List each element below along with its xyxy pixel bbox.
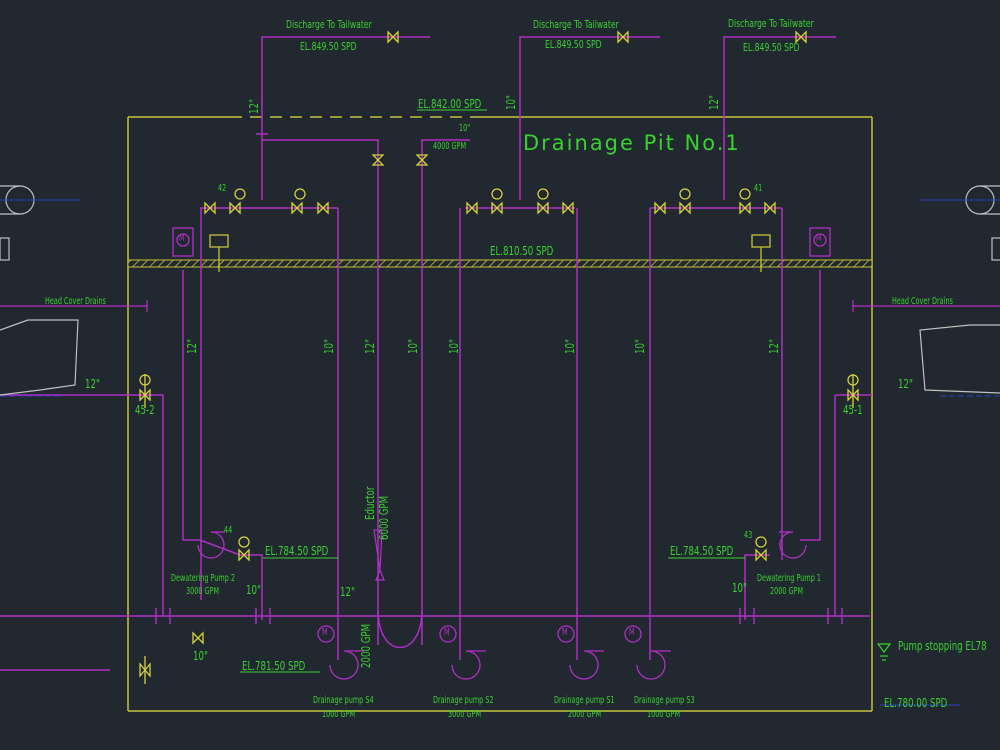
size-10-v9: 10" <box>563 339 577 354</box>
el-floor: EL.810.50 SPD <box>490 244 554 258</box>
motor-top-right: M <box>816 233 822 244</box>
level-switches <box>209 234 771 272</box>
side-equipment <box>0 185 1000 396</box>
motor-top-left: M <box>179 233 185 244</box>
pump-stop-marker <box>876 643 892 661</box>
dewatering-pump-2-flow: 3000 GPM <box>186 586 220 597</box>
el-784-right: EL.784.50 SPD <box>670 544 734 558</box>
el-784-left: EL.784.50 SPD <box>265 544 329 558</box>
top-motors <box>172 227 831 257</box>
tag-41: 41 <box>754 183 763 194</box>
pit-outline <box>127 116 873 712</box>
motor-s2: M <box>444 627 450 638</box>
pump-s1: Drainage pump S1 <box>554 695 615 706</box>
motor-s1: M <box>562 627 568 638</box>
head-cover-right: Head Cover Drains <box>892 296 953 307</box>
pump-s4: Drainage pump S4 <box>313 695 374 706</box>
pump-s2-flow: 3000 GPM <box>448 709 482 720</box>
size-10-top: 10" <box>459 123 471 134</box>
size-12-v11: 12" <box>767 339 781 354</box>
floor-slab <box>127 259 873 268</box>
size-12-v1: 12" <box>247 99 261 114</box>
motor-s4: M <box>322 627 328 638</box>
el-781: EL.781.50 SPD <box>242 659 306 673</box>
tag-42: 42 <box>218 183 227 194</box>
dewatering-pump-2: Dewatering Pump 2 <box>171 573 236 584</box>
size-10-v8: 10" <box>447 339 461 354</box>
size-12-right: 12" <box>898 377 913 391</box>
eductor-flow: 6000 GPM <box>377 495 391 540</box>
flanges <box>155 133 843 624</box>
pump-s3-flow: 1000 GPM <box>647 709 681 720</box>
dewatering-pump-1: Dewatering Pump 1 <box>757 573 822 584</box>
size-10-v5: 10" <box>322 339 336 354</box>
size-10-bottom: 10" <box>193 649 208 663</box>
size-12-v3: 12" <box>707 95 721 110</box>
size-10-v7: 10" <box>406 339 420 354</box>
dewatering-pump-1-flow: 2000 GPM <box>770 586 804 597</box>
label-underlines <box>240 109 745 673</box>
flow-2000-vertical: 2000 GPM <box>359 623 373 668</box>
tag-45-1: 45-1 <box>843 403 863 417</box>
drainage-pumps <box>197 531 807 680</box>
size-10-v10: 10" <box>633 339 647 354</box>
pump-s4-flow: 1000 GPM <box>322 709 356 720</box>
pump-stopping-label: Pump stopping EL78 <box>898 639 987 653</box>
pump-s3: Drainage pump S3 <box>634 695 695 706</box>
size-10-right: 10" <box>732 581 747 595</box>
el-bottom: EL.780.00 SPD <box>884 696 948 710</box>
discharge-label-left: Discharge To Tailwater <box>286 18 372 31</box>
discharge-label-right: Discharge To Tailwater <box>728 17 814 30</box>
size-10-v2: 10" <box>504 95 518 110</box>
motor-s3: M <box>629 627 635 638</box>
discharge-label-center: Discharge To Tailwater <box>533 18 619 31</box>
pump-s1-flow: 2000 GPM <box>568 709 602 720</box>
size-12-v6: 12" <box>363 339 377 354</box>
el-top: EL.842.00 SPD <box>418 97 482 111</box>
pit-title: Drainage Pit No.1 <box>523 131 741 155</box>
discharge-el-right: EL.849.50 SPD <box>743 41 800 54</box>
discharge-el-left: EL.849.50 SPD <box>300 40 357 53</box>
pump-s2: Drainage pump S2 <box>433 695 494 706</box>
tag-44: 44 <box>224 525 233 536</box>
size-12-v4: 12" <box>185 339 199 354</box>
valves <box>139 30 859 684</box>
eductor-label: Eductor <box>363 486 377 520</box>
blue-axes <box>0 199 1000 706</box>
discharge-pipes <box>0 36 872 671</box>
head-cover-lines <box>0 300 1000 312</box>
tag-45-2: 45-2 <box>135 403 155 417</box>
size-10-left: 10" <box>246 583 261 597</box>
discharge-el-center: EL.849.50 SPD <box>545 38 602 51</box>
size-12-left: 12" <box>85 377 100 391</box>
head-cover-left: Head Cover Drains <box>45 296 106 307</box>
eductor-symbol <box>373 529 385 581</box>
flow-4000: 4000 GPM <box>433 141 467 152</box>
size-12-eductor: 12" <box>340 585 355 599</box>
tag-43: 43 <box>744 530 753 541</box>
